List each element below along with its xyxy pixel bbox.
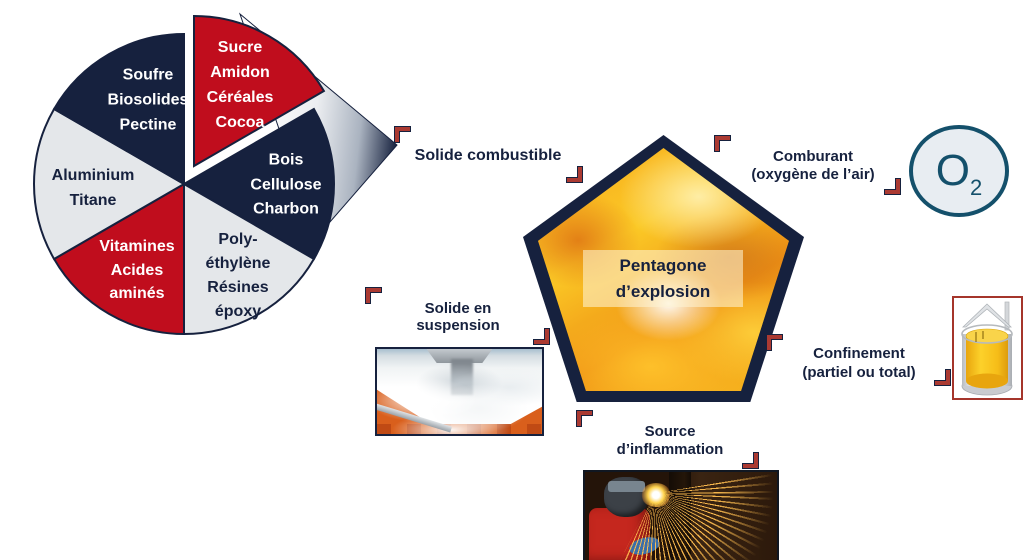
label-solide-combustible: Solide combustible: [414, 147, 562, 164]
dust-suspension-photo: [375, 347, 544, 436]
label-source-inflammation: Source d’inflammation: [616, 423, 724, 458]
o2-symbol: O: [935, 146, 970, 195]
label-confinement: Confinement (partiel ou total): [802, 345, 916, 381]
corner-bracket-icon: [934, 369, 951, 386]
pie-slice-vitamines: [52, 182, 185, 336]
corner-bracket-icon: [742, 452, 759, 469]
storage-vessel-illustration: [952, 296, 1023, 400]
pie-slice-poly: [183, 182, 316, 336]
corner-bracket-icon: [566, 166, 583, 183]
label-comburant: Comburant (oxygène de l’air): [751, 148, 875, 183]
pie-slice-aluminium: [33, 107, 186, 261]
helmet-visor: [608, 481, 645, 492]
pentagon-title: Pentagone d’explosion: [583, 250, 743, 307]
corner-bracket-icon: [766, 334, 783, 351]
corner-bracket-icon: [533, 328, 550, 345]
corner-bracket-icon: [394, 126, 411, 143]
corner-bracket-icon: [884, 178, 901, 195]
pie-slice-soufre: [52, 32, 185, 186]
corner-bracket-icon: [365, 287, 382, 304]
pie-slice-bois: [182, 107, 335, 261]
o2-subscript: 2: [969, 175, 983, 200]
label-solide-suspension: Solide en suspension: [416, 300, 500, 334]
welding-sparks-photo: [583, 470, 779, 560]
corner-bracket-icon: [714, 135, 731, 152]
dust-cloud: [377, 349, 542, 434]
combustible-dusts-pie-chart: [33, 12, 398, 336]
pie-slice-sucre-exploded: [193, 14, 326, 168]
oxygen-o2-icon: O 2: [909, 125, 1009, 217]
spark-origin-glow: [640, 482, 671, 507]
corner-bracket-icon: [576, 410, 593, 427]
